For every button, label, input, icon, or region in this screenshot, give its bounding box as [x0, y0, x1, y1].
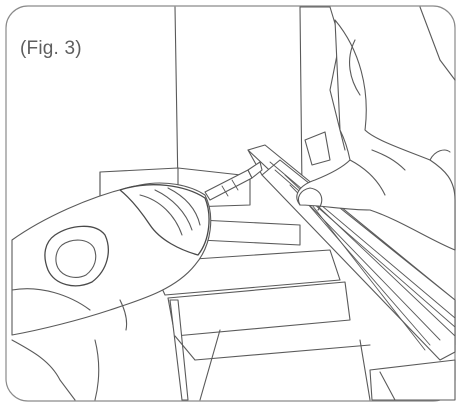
power-drill — [11, 182, 212, 401]
drill-bit — [204, 161, 263, 201]
hand — [296, 19, 456, 251]
lower-shelves — [149, 249, 456, 401]
figure-caption: (Fig. 3) — [20, 38, 82, 59]
